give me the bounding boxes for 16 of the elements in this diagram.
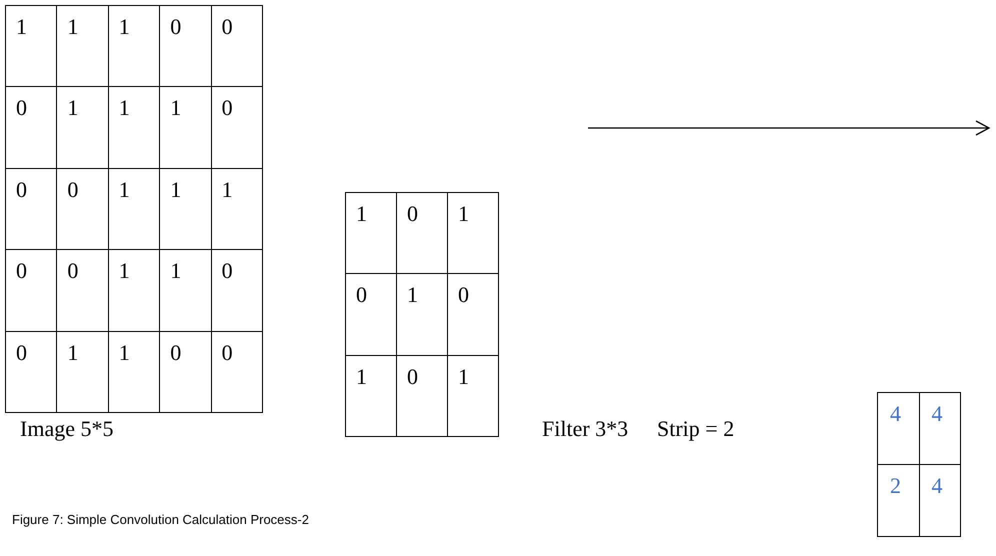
table-cell: 2 — [877, 464, 920, 537]
table-caption: Filter 3*3 — [542, 418, 628, 440]
figure-caption: Figure 7: Simple Convolution Calculation Process-2 — [12, 512, 309, 527]
table-cell: 0 — [210, 330, 263, 413]
table-cell: 1 — [345, 192, 397, 274]
table-cell: 1 — [447, 192, 499, 274]
table-cell: 4 — [918, 464, 961, 537]
table-cell: 0 — [5, 330, 58, 413]
table-cell: 1 — [345, 354, 397, 437]
table-caption: Strip = 2 — [657, 418, 734, 440]
table-cell: 1 — [5, 5, 58, 88]
table-cell: 1 — [447, 354, 499, 437]
table-cell: 4 — [877, 392, 920, 465]
table-cell: 4 — [918, 392, 961, 465]
table-caption: Image 5*5 — [20, 418, 114, 440]
table-cell: 0 — [210, 5, 263, 88]
